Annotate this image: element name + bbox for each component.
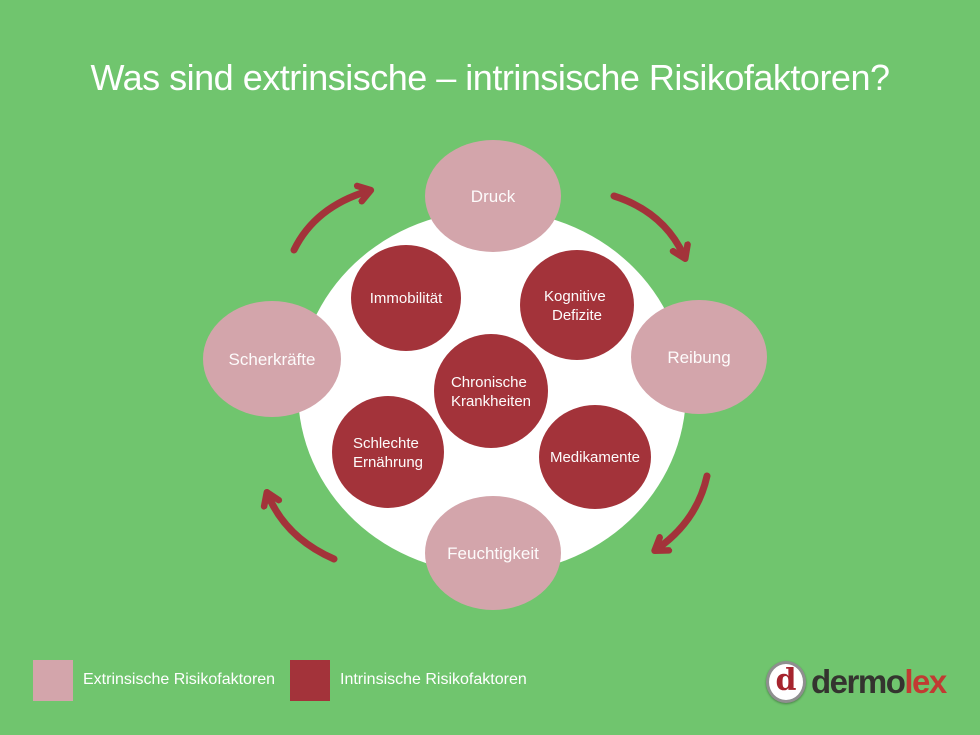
- intrinsic-circle-chronische-krankheiten-shape: [434, 334, 548, 448]
- dermolex-logo: d dermolex: [766, 660, 947, 704]
- intrinsic-circle-schlechte-ernaehrung: Schlechte Ernährung: [332, 396, 444, 508]
- intrinsic-circle-medikamente: Medikamente: [539, 405, 651, 509]
- dermolex-logo-text-dark: dermo: [811, 663, 906, 700]
- intrinsic-circle-medikamente-shape: [539, 405, 651, 509]
- intrinsic-label-schlechte-ernaehrung: Schlechte Ernährung: [353, 435, 423, 471]
- extrinsic-label-scherkraefte: Scherkräfte: [229, 350, 316, 369]
- extrinsic-circle-feuchtigkeit-shape: [425, 496, 561, 610]
- intrinsic-label-medikamente: Medikamente: [550, 449, 640, 466]
- legend-swatch-intrinsic: [290, 659, 330, 701]
- legend-item-intrinsic: Intrinsische Risikofaktoren: [290, 659, 527, 701]
- intrinsic-circle-immobilitaet-shape: [351, 245, 461, 351]
- dermolex-logo-letter: d: [775, 663, 797, 698]
- dermolex-logo-text-red: lex: [904, 663, 947, 700]
- extrinsic-circle-scherkraefte-shape: [203, 301, 341, 417]
- extrinsic-label-reibung: Reibung: [667, 348, 730, 367]
- slide-title: Was sind extrinsische – intrinsische Ris…: [90, 57, 891, 98]
- extrinsic-circle-reibung-shape: [631, 300, 767, 414]
- extrinsic-circle-feuchtigkeit: Feuchtigkeit: [425, 496, 561, 610]
- cycle-arrow-top-left: [290, 191, 368, 254]
- intrinsic-circle-schlechte-ernaehrung-shape: [332, 396, 444, 508]
- cycle-arrow-top-right: [610, 192, 684, 256]
- intrinsic-label-kognitive-defizite: Kognitive Defizite: [544, 288, 610, 324]
- extrinsic-circle-druck-shape: [425, 140, 561, 252]
- legend-item-extrinsic: Extrinsische Risikofaktoren: [33, 659, 275, 701]
- legend-label-intrinsic: Intrinsische Risikofaktoren: [340, 671, 527, 688]
- extrinsic-circle-reibung: Reibung: [631, 300, 767, 414]
- extrinsic-label-feuchtigkeit: Feuchtigkeit: [447, 544, 539, 563]
- dermolex-logo-icon: d: [766, 661, 806, 703]
- intrinsic-label-chronische-krankheiten: Chronische Krankheiten: [451, 374, 531, 410]
- extrinsic-circle-druck: Druck: [425, 140, 561, 252]
- legend-label-extrinsic: Extrinsische Risikofaktoren: [83, 671, 276, 688]
- extrinsic-circle-scherkraefte: Scherkräfte: [203, 301, 341, 417]
- extrinsic-label-druck: Druck: [471, 187, 516, 206]
- dermolex-logo-text: dermolex: [811, 662, 947, 702]
- intrinsic-circle-kognitive-defizite: Kognitive Defizite: [520, 250, 634, 360]
- cycle-arrow-bottom-left: [268, 495, 338, 563]
- cycle-arrow-bottom-right: [657, 472, 711, 549]
- intrinsic-circle-chronische-krankheiten: Chronische Krankheiten: [434, 334, 548, 448]
- legend: Extrinsische Risikofaktoren Intrinsische…: [0, 659, 980, 701]
- intrinsic-label-immobilitaet: Immobilität: [370, 290, 443, 307]
- intrinsic-circle-immobilitaet: Immobilität: [351, 245, 461, 351]
- intrinsic-circle-kognitive-defizite-shape: [520, 250, 634, 360]
- legend-swatch-extrinsic: [33, 659, 73, 701]
